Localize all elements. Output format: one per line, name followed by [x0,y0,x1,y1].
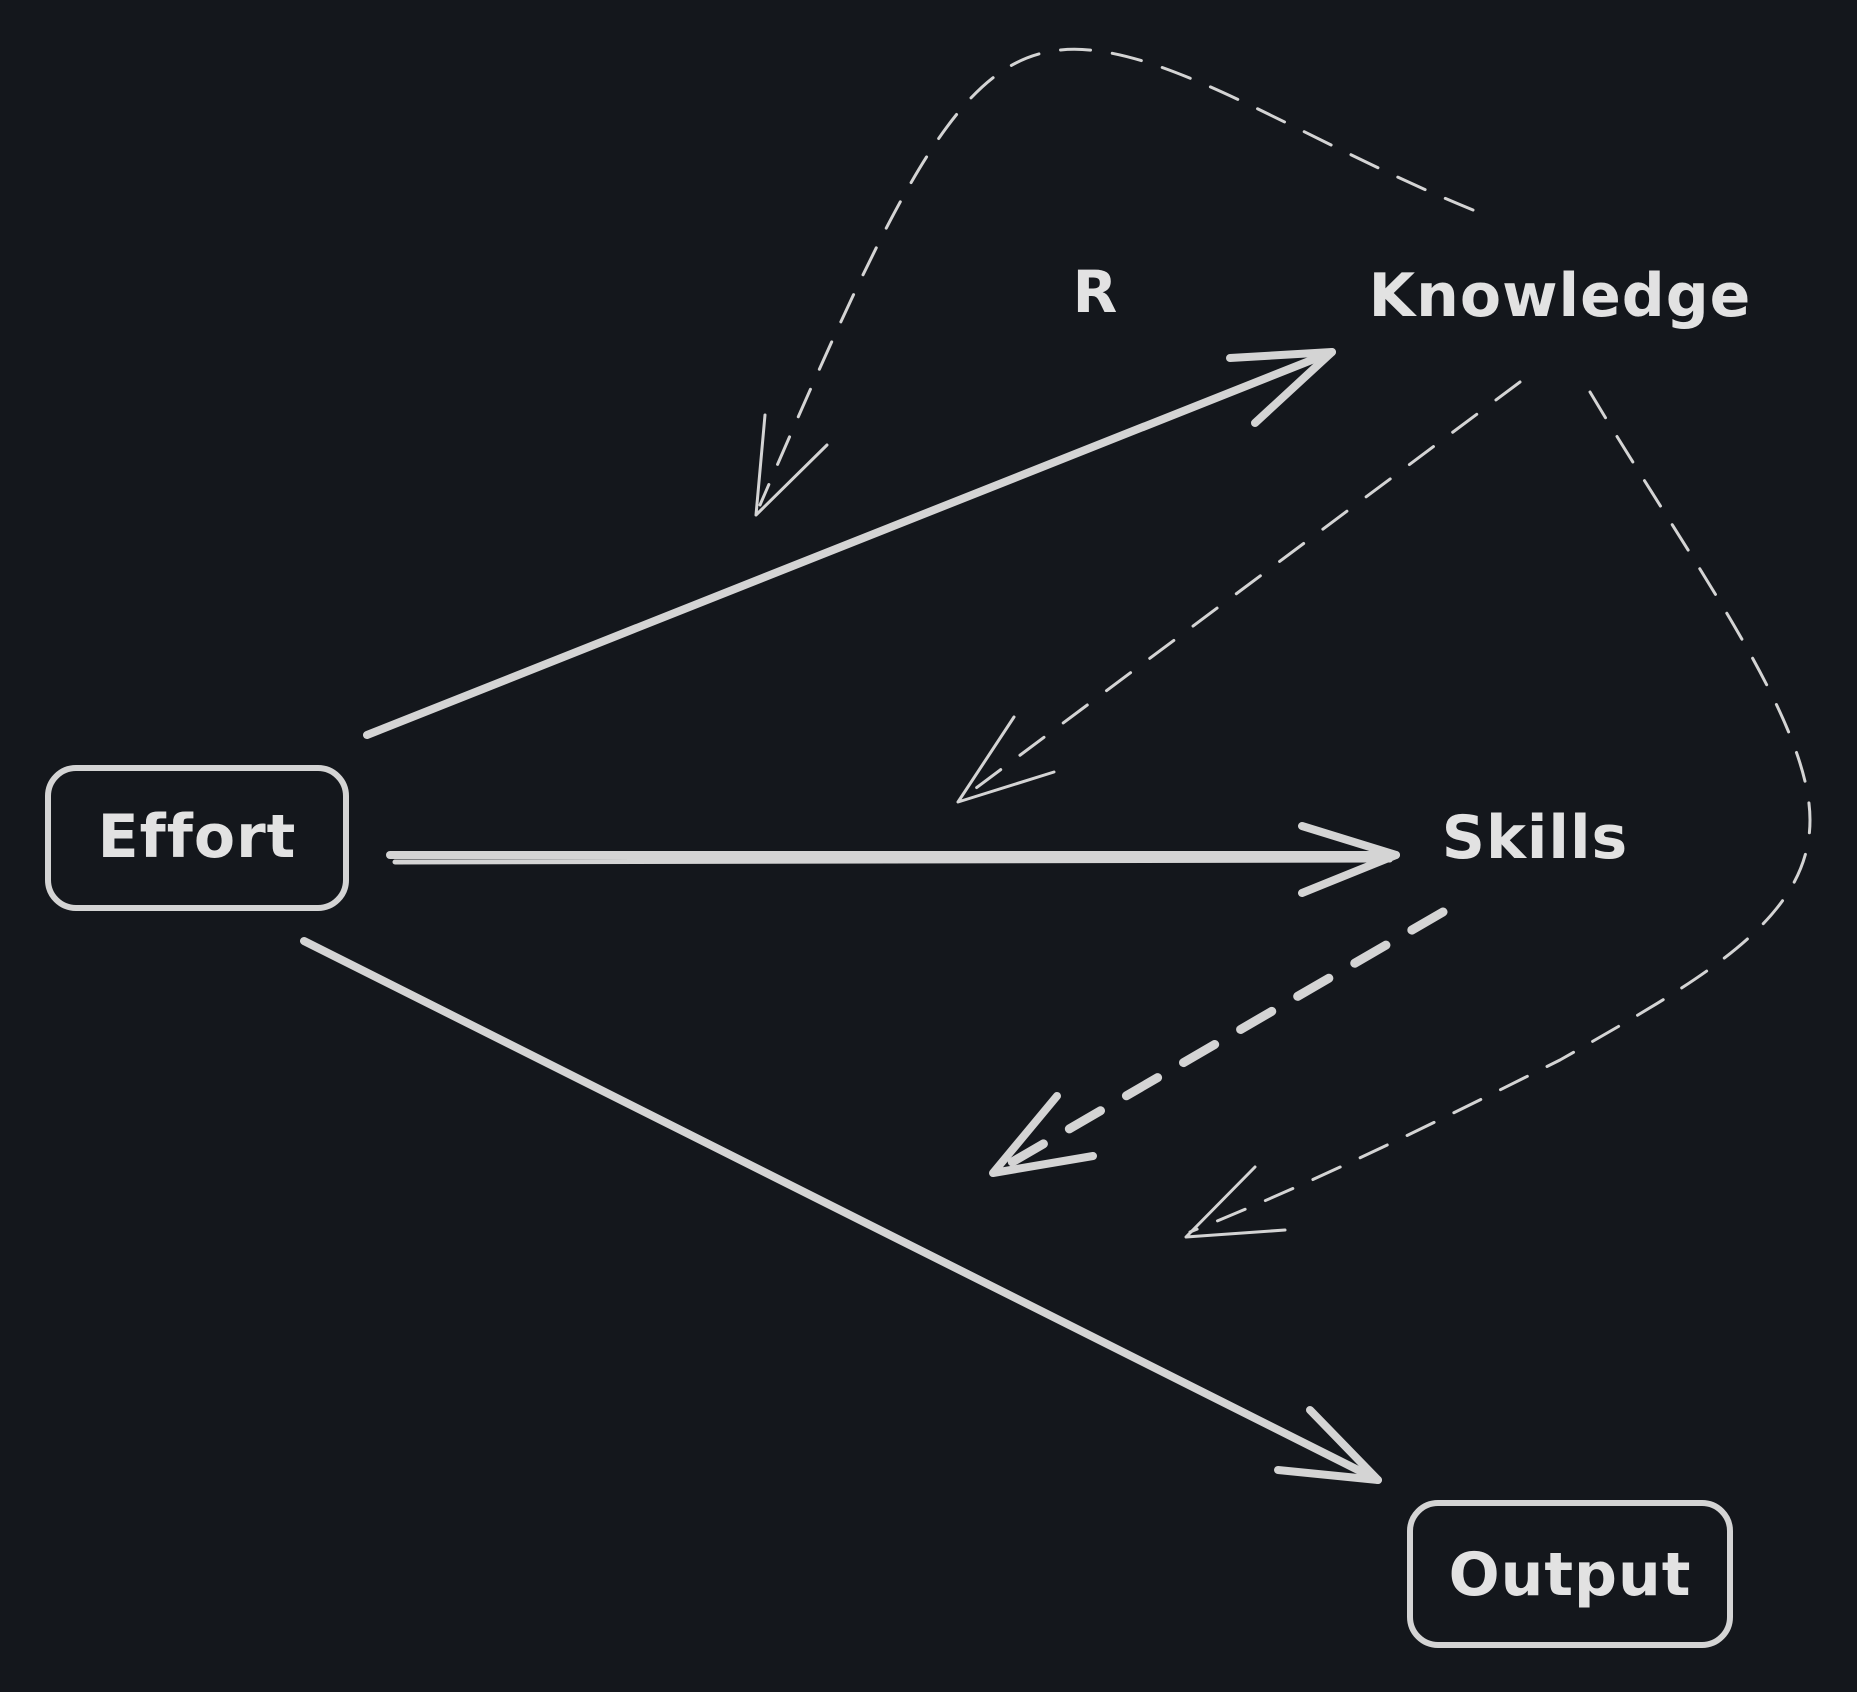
edge-effort-knowledge[interactable] [363,348,1336,739]
edge-knowledge-output-arrowhead [1184,1165,1287,1239]
node-effort[interactable]: Effort [45,765,349,911]
edge-effort-output-arrowhead [1274,1406,1382,1484]
edge-effort-skills-arrowhead [1298,822,1400,897]
edge-knowledge-effort-loop[interactable] [754,47,1475,517]
loop-label-r: R [1073,258,1118,326]
effort-box [45,765,349,911]
edge-knowledge-effort-line [758,47,1475,507]
knowledge-label[interactable]: Knowledge [1369,261,1752,331]
edge-effort-knowledge-arrowhead [1226,348,1336,427]
edge-knowledge-skills-arrowhead [956,715,1056,804]
edge-knowledge-output[interactable] [1184,390,1812,1239]
edge-skills-output-line [990,907,1448,1177]
edge-skills-output-arrowhead [989,1092,1097,1177]
output-box [1407,1500,1733,1648]
node-output[interactable]: Output [1407,1500,1733,1648]
skills-label[interactable]: Skills [1442,803,1629,873]
effort-label: Effort [98,802,297,872]
edge-knowledge-skills[interactable] [956,380,1522,804]
edge-knowledge-output-line [1188,390,1812,1234]
edge-effort-knowledge-line [363,348,1336,739]
edge-effort-output-line [300,937,1382,1484]
edge-effort-skills-line-2 [392,857,1393,865]
output-label: Output [1449,1540,1692,1610]
edge-effort-skills[interactable] [386,822,1400,897]
edge-effort-output[interactable] [300,937,1382,1484]
edge-skills-output[interactable] [989,907,1448,1177]
edge-knowledge-skills-line [958,380,1522,802]
edge-knowledge-effort-arrowhead [754,413,829,517]
